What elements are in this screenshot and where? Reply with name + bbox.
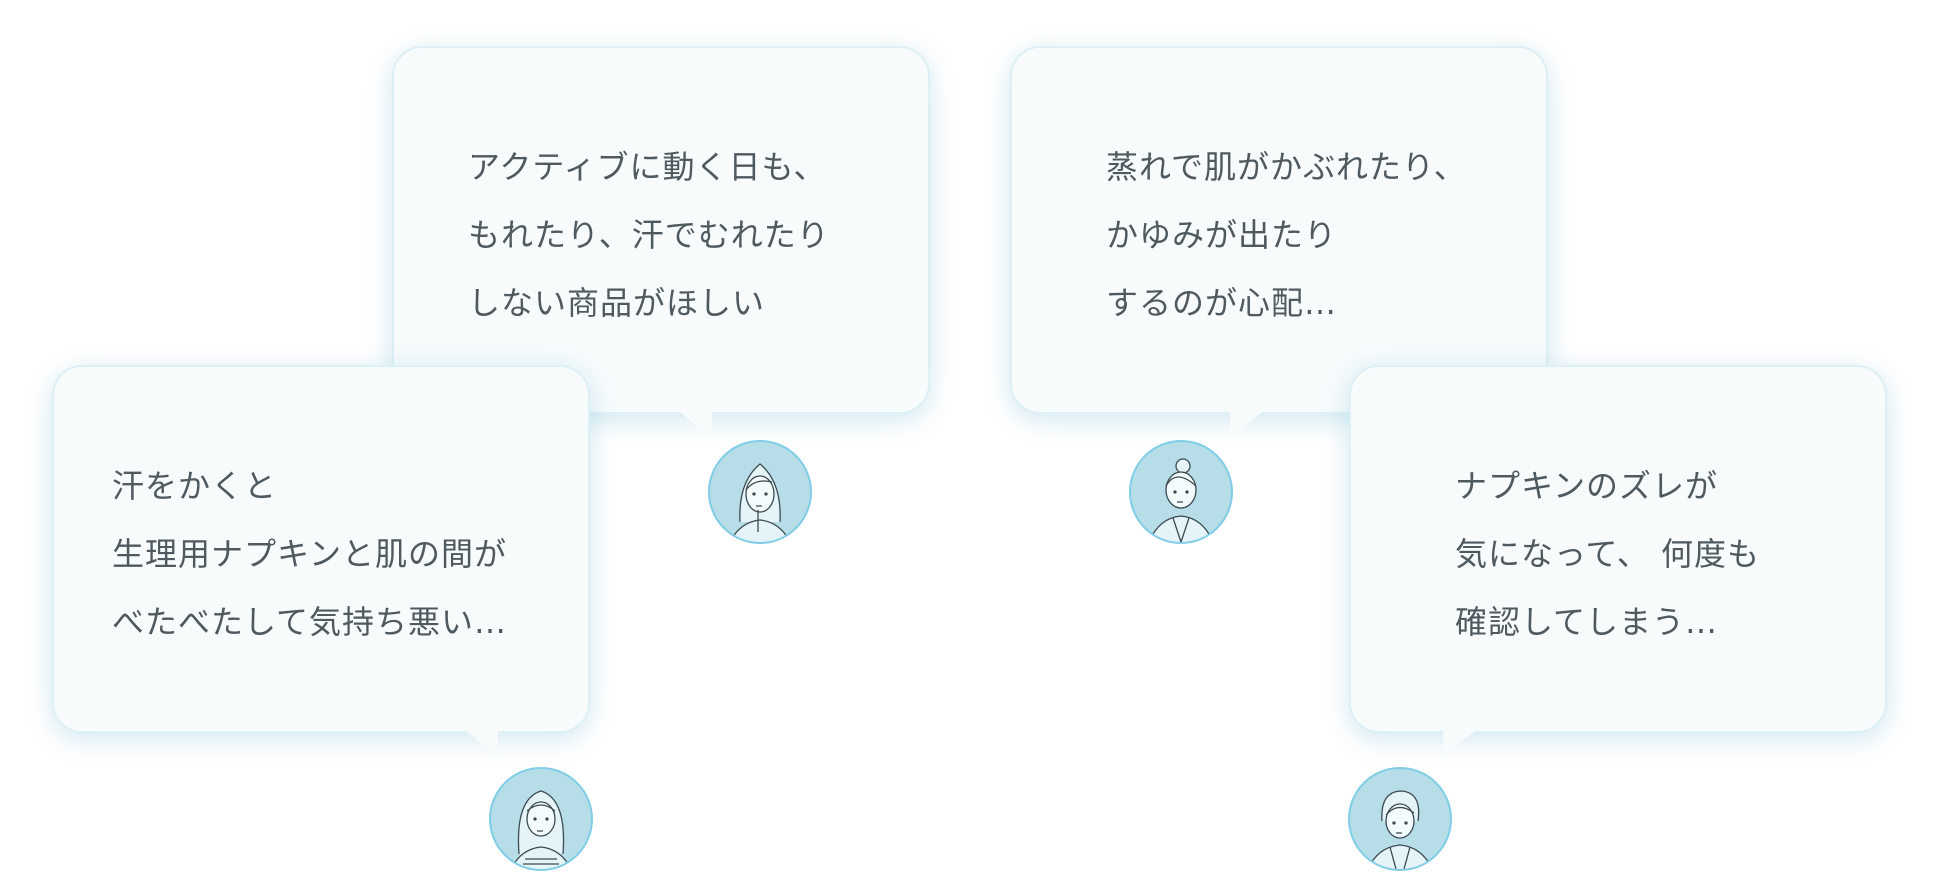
bubble-line: ナプキンのズレが [1455, 467, 1719, 505]
bubble-line: もれたり、汗でむれたり [468, 216, 830, 254]
bubble-text: 蒸れで肌がかぶれたり、 かゆみが出たり するのが心配… [1106, 133, 1467, 337]
bubble-line: かゆみが出たり [1106, 216, 1338, 254]
speech-bubble-3: 汗をかくと 生理用ナプキンと肌の間が べたべたして気持ち悪い… [52, 365, 590, 757]
bubble-line: 気になって、 何度も [1455, 535, 1760, 573]
bubble-line: 汗をかくと [112, 467, 278, 505]
bubble-tail [1230, 412, 1262, 438]
woman-short-hair-avatar [1348, 767, 1452, 871]
bubble-line: 確認してしまう… [1455, 603, 1719, 641]
bubble-tail [466, 731, 498, 757]
bubble-tail [680, 412, 712, 438]
woman-long-hair-avatar [708, 440, 812, 544]
bubble-line: 蒸れで肌がかぶれたり、 [1106, 148, 1467, 186]
woman-bun-hair-avatar [1129, 440, 1233, 544]
woman-wavy-hair-avatar [489, 767, 593, 871]
speech-bubble-2: 蒸れで肌がかぶれたり、 かゆみが出たり するのが心配… [1010, 46, 1548, 438]
bubble-line: しない商品がほしい [468, 284, 766, 322]
bubble-line: するのが心配… [1106, 284, 1338, 322]
speech-bubble-4: ナプキンのズレが 気になって、 何度も 確認してしまう… [1349, 365, 1887, 757]
bubble-tail [1443, 731, 1475, 757]
bubble-line: べたべたして気持ち悪い… [112, 603, 508, 641]
speech-bubble-1: アクティブに動く日も、 もれたり、汗でむれたり しない商品がほしい [392, 46, 930, 438]
bubble-text: アクティブに動く日も、 もれたり、汗でむれたり しない商品がほしい [468, 133, 830, 337]
bubble-line: アクティブに動く日も、 [468, 148, 827, 186]
bubble-text: ナプキンのズレが 気になって、 何度も 確認してしまう… [1455, 452, 1760, 656]
bubble-text: 汗をかくと 生理用ナプキンと肌の間が べたべたして気持ち悪い… [112, 452, 507, 656]
bubble-line: 生理用ナプキンと肌の間が [112, 535, 508, 573]
